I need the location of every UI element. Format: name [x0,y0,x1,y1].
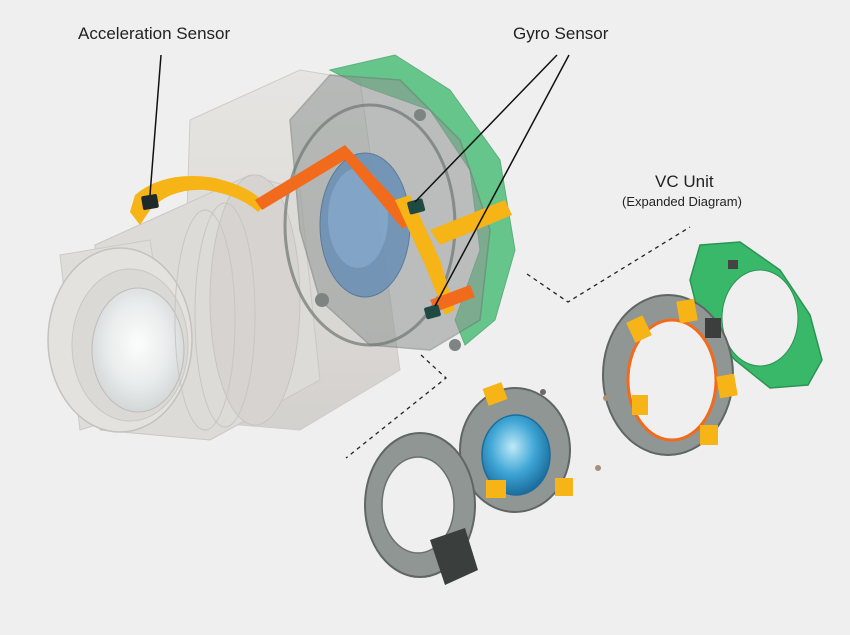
coil-ring [602,294,738,456]
dashed-leaders [345,226,691,459]
callout-lines [149,54,570,307]
vc-unit-title: VC Unit [655,172,714,191]
flex-cables [130,145,512,315]
gyro-sensor-chip [407,198,426,215]
gyro-sensor-chip [424,304,441,320]
vc-unit-subtitle: (Expanded Diagram) [622,194,742,209]
gyro-sensor-label: Gyro Sensor [513,24,609,43]
lens-element-holder [459,382,609,513]
acceleration-sensor-chip [141,194,159,210]
base-ring [364,432,478,585]
acceleration-sensor-label: Acceleration Sensor [78,24,231,43]
